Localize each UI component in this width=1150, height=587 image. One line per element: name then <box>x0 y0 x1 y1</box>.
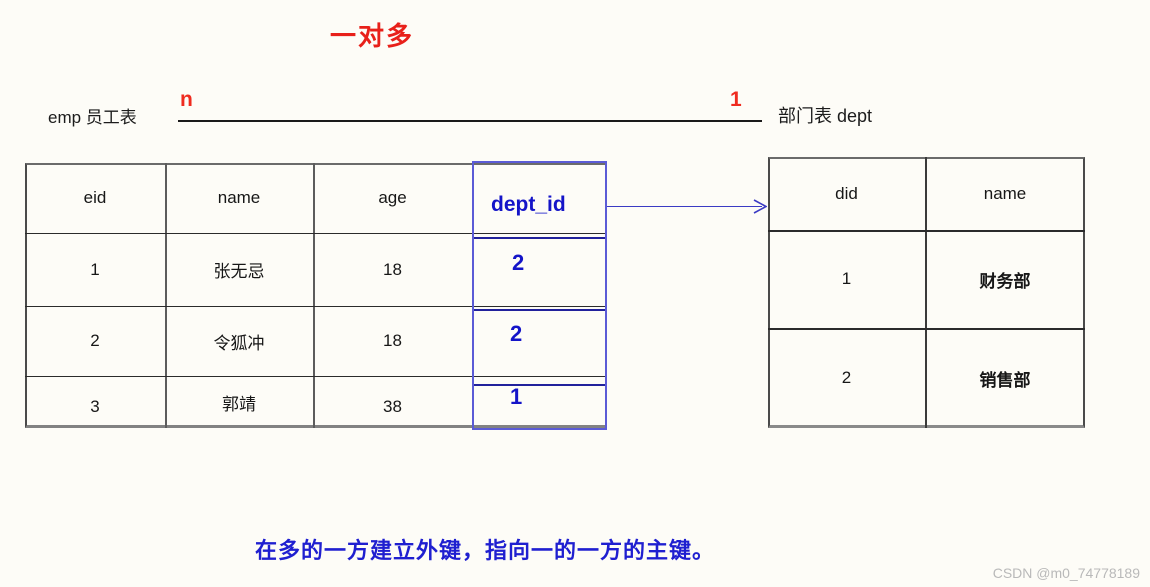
emp-cell-eid-1: 1 <box>90 259 100 279</box>
emp-col-divider-1 <box>165 163 167 428</box>
emp-cell-dept-id-3: 1 <box>510 384 523 409</box>
fk-row-divider-1 <box>474 309 605 311</box>
dept-cell-name-2: 销售部 <box>979 370 1031 391</box>
dept-cell-did-1: 1 <box>841 269 852 288</box>
dept-row-divider-1 <box>768 328 1085 330</box>
arrow-head-icon <box>753 199 767 214</box>
dept-header-name: name <box>983 183 1027 203</box>
dept-entity-label: 部门表 dept <box>778 106 873 126</box>
emp-header-age: age <box>378 188 407 207</box>
footnote-text: 在多的一方建立外键，指向一的一方的主键。 <box>255 539 716 564</box>
emp-cell-name-1: 张无忌 <box>213 262 265 282</box>
emp-entity-label: emp 员工表 <box>48 108 137 127</box>
emp-cell-eid-3: 3 <box>90 396 100 416</box>
dept-header-did: did <box>835 183 858 203</box>
cardinality-many-label: n <box>180 88 193 111</box>
foreign-key-column-highlight <box>472 161 607 430</box>
cardinality-one-label: 1 <box>730 88 742 111</box>
emp-row-divider-1 <box>25 306 607 307</box>
dept-table: did name 1 财务部 2 销售部 <box>768 157 1085 428</box>
relationship-line <box>178 120 762 122</box>
emp-header-name: name <box>217 188 261 207</box>
dept-col-divider-1 <box>925 157 927 428</box>
emp-cell-dept-id-1: 2 <box>512 250 525 275</box>
emp-cell-age-2: 18 <box>383 331 402 350</box>
emp-cell-name-3: 郭靖 <box>222 395 256 415</box>
emp-cell-age-3: 38 <box>383 396 402 416</box>
dept-cell-did-2: 2 <box>841 368 852 387</box>
emp-cell-dept-id-2: 2 <box>510 321 523 346</box>
foreign-key-arrow-line <box>607 206 762 207</box>
dept-row-divider-header <box>768 230 1085 232</box>
watermark: CSDN @m0_74778189 <box>992 565 1140 581</box>
emp-row-divider-header <box>25 233 607 234</box>
fk-row-divider-header <box>474 237 605 239</box>
emp-cell-name-2: 令狐冲 <box>213 333 265 354</box>
emp-header-dept-id: dept_id <box>491 193 566 216</box>
emp-cell-eid-2: 2 <box>90 331 100 350</box>
emp-header-eid: eid <box>83 188 107 207</box>
emp-cell-age-1: 18 <box>383 259 402 279</box>
fk-row-divider-2 <box>474 384 605 386</box>
dept-cell-name-1: 财务部 <box>979 271 1031 292</box>
emp-row-divider-2 <box>25 376 607 377</box>
diagram-title: 一对多 <box>330 21 415 51</box>
emp-col-divider-2 <box>313 163 315 428</box>
